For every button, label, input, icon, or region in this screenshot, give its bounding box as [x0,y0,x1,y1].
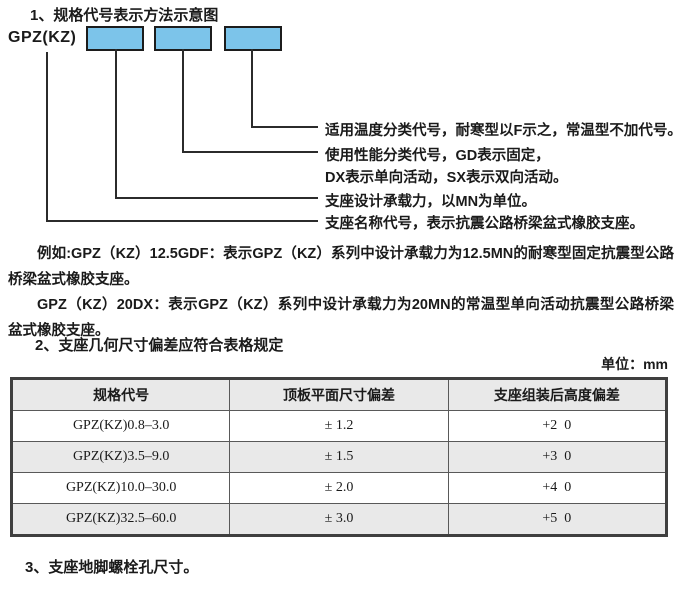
code-box-1 [86,26,144,51]
cell-plate-deviation: ± 1.2 [229,410,449,442]
spec-prefix-label: GPZ(KZ) [8,29,77,46]
column-header-height-deviation: 支座组装后高度偏差 [447,378,668,411]
connector-box1-to-capacity [115,49,318,199]
callout-design-capacity: 支座设计承载力，以MN为单位。 [325,194,537,210]
spec-code-diagram: GPZ(KZ) 适用温度分类代号，耐寒型以F示之，常温型不加代号。 使用性能分类… [0,0,680,240]
tolerance-table: 规格代号 顶板平面尺寸偏差 支座组装后高度偏差 GPZ(KZ)0.8–3.0 ±… [10,377,668,537]
callout-performance-code-line1: 使用性能分类代号，GD表示固定， [325,148,550,164]
table-row: GPZ(KZ)32.5–60.0 ± 3.0 +5 0 [10,503,668,536]
callout-bearing-name-code: 支座名称代号，表示抗震公路桥梁盆式橡胶支座。 [325,216,644,232]
cell-spec-code: GPZ(KZ)10.0–30.0 [10,472,231,504]
section3-heading: 3、支座地脚螺栓孔尺寸。 [25,559,199,576]
table-row: GPZ(KZ)3.5–9.0 ± 1.5 +3 0 [10,441,668,473]
column-header-plate-deviation: 顶板平面尺寸偏差 [229,378,449,411]
cell-height-deviation: +4 0 [447,472,668,504]
cell-height-deviation: +5 0 [447,503,668,536]
callout-temperature-code: 适用温度分类代号，耐寒型以F示之，常温型不加代号。 [325,123,680,139]
cell-plate-deviation: ± 3.0 [229,503,449,536]
cell-height-deviation: +3 0 [447,441,668,473]
cell-spec-code: GPZ(KZ)0.8–3.0 [10,410,231,442]
section2-heading: 2、支座几何尺寸偏差应符合表格规定 [35,337,284,354]
connector-box2-to-performance [182,49,318,153]
connector-box3-to-temperature [251,49,318,128]
cell-height-deviation: +2 0 [447,410,668,442]
code-box-3 [224,26,282,51]
example-paragraph-2: GPZ（KZ）20DX：表示GPZ（KZ）系列中设计承载力为20MN的常温型单向… [8,297,674,339]
connector-lines [46,49,318,222]
table-row: GPZ(KZ)0.8–3.0 ± 1.2 +2 0 [10,410,668,442]
cell-spec-code: GPZ(KZ)32.5–60.0 [10,503,231,536]
column-header-spec-code: 规格代号 [10,378,231,411]
table-header-row: 规格代号 顶板平面尺寸偏差 支座组装后高度偏差 [10,378,668,411]
callout-performance-code-line2: DX表示单向活动，SX表示双向活动。 [325,170,568,186]
unit-label: 单位：mm [601,356,668,372]
cell-plate-deviation: ± 2.0 [229,472,449,504]
example-paragraph-1: 例如:GPZ（KZ）12.5GDF：表示GPZ（KZ）系列中设计承载力为12.5… [8,246,674,288]
connector-prefix-to-name-code [46,52,318,222]
cell-spec-code: GPZ(KZ)3.5–9.0 [10,441,231,473]
cell-plate-deviation: ± 1.5 [229,441,449,473]
table-row: GPZ(KZ)10.0–30.0 ± 2.0 +4 0 [10,472,668,504]
section1-heading: 1、规格代号表示方法示意图 [30,7,219,24]
